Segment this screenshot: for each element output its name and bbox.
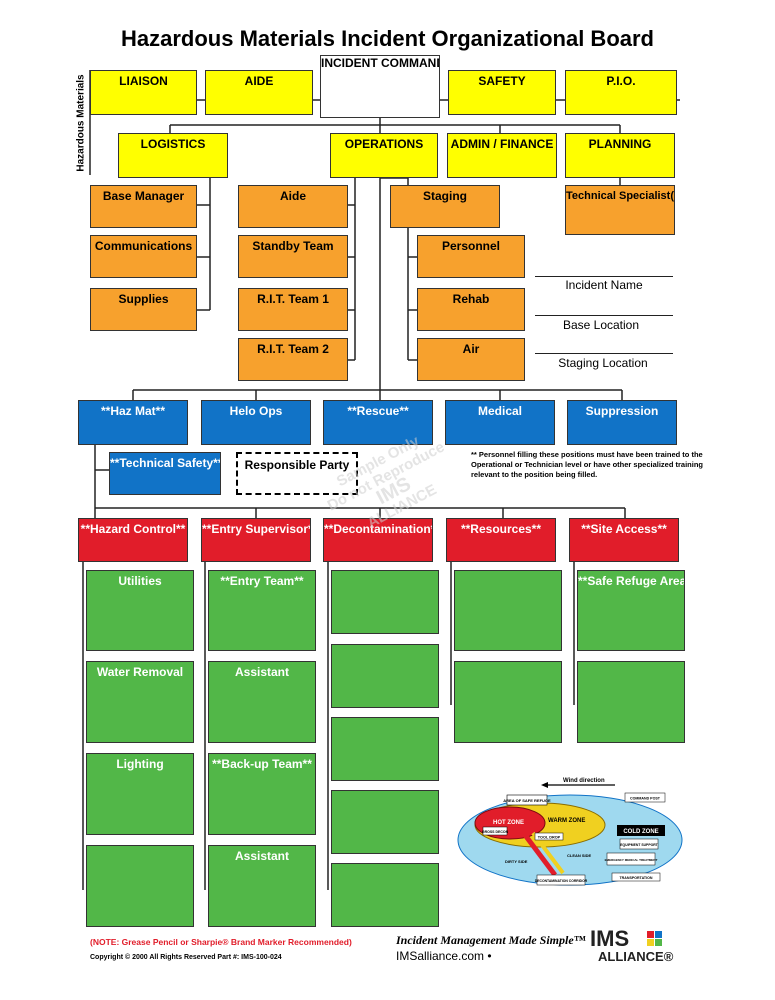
safety-box[interactable]: SAFETY: [448, 70, 556, 115]
logo-square-red-icon: [647, 931, 654, 938]
logistics-unit-base-manager[interactable]: Base Manager: [90, 185, 197, 228]
area-safe-refuge-label: AREA OF SAFE REFUGE: [503, 798, 551, 803]
branch-medical[interactable]: Medical: [445, 400, 555, 445]
training-note: ** Personnel filling these positions mus…: [471, 450, 704, 479]
page-title: Hazardous Materials Incident Organizatio…: [121, 26, 654, 51]
logo-square-yellow-icon: [647, 939, 654, 946]
staging-unit-air[interactable]: Air: [417, 338, 525, 381]
hazard-unit-utilities[interactable]: Utilities: [86, 570, 194, 651]
warm-zone-label: WARM ZONE: [548, 818, 585, 824]
staging-location-label: Staging Location: [558, 356, 648, 370]
tagline: Incident Management Made Simple™: [396, 933, 586, 947]
group-decontamination[interactable]: **Decontamination**: [323, 518, 433, 562]
staging-unit-personnel[interactable]: Personnel: [417, 235, 525, 278]
hazard-unit-lighting[interactable]: Lighting: [86, 753, 194, 835]
gross-decon-label: GROSS DECON: [482, 830, 509, 834]
base-location-line: [535, 315, 673, 316]
marker-note: (NOTE: Grease Pencil or Sharpie® Brand M…: [90, 937, 352, 947]
clean-side-label: CLEAN SIDE: [567, 853, 592, 858]
operations-box[interactable]: OPERATIONS: [330, 133, 438, 178]
decon-unit-5[interactable]: [331, 863, 439, 927]
operations-unit-rit-team-2[interactable]: R.I.T. Team 2: [238, 338, 348, 381]
tool-drop-label: TOOL DROP: [538, 836, 561, 840]
entry-unit-entry-team[interactable]: **Entry Team**: [208, 570, 316, 651]
planning-box[interactable]: PLANNING: [565, 133, 675, 178]
group-entry-supervisor[interactable]: **Entry Supervisor**: [201, 518, 311, 562]
operations-unit-aide[interactable]: Aide: [238, 185, 348, 228]
transportation-label: TRANSPORTATION: [619, 876, 652, 880]
decon-corridor-shape: [523, 833, 557, 877]
operations-unit-standby-team[interactable]: Standby Team: [238, 235, 348, 278]
branch-helo-ops[interactable]: Helo Ops: [201, 400, 311, 445]
resources-unit-1[interactable]: [454, 570, 562, 651]
emergency-medical-label: EMERGENCY MEDICAL TREATMENT: [605, 858, 658, 862]
logistics-box[interactable]: LOGISTICS: [118, 133, 228, 178]
command-post-label: COMMAND POST: [630, 797, 661, 801]
decon-unit-2[interactable]: [331, 644, 439, 708]
resources-unit-2[interactable]: [454, 661, 562, 743]
decon-unit-3[interactable]: [331, 717, 439, 781]
decon-unit-1[interactable]: [331, 570, 439, 634]
wind-direction-label: Wind direction: [563, 778, 605, 784]
incident-name-label: Incident Name: [565, 278, 643, 292]
group-site-access[interactable]: **Site Access**: [569, 518, 679, 562]
logo-square-blue-icon: [655, 931, 662, 938]
planning-unit-technical-specialists[interactable]: Technical Specialist(s): [565, 185, 675, 235]
cold-zone-label: COLD ZONE: [623, 829, 658, 835]
zone-map-diagram: Wind direction AREA OF SAFE REFUGE HOT Z…: [457, 778, 683, 886]
incident-command-box[interactable]: INCIDENT COMMAND: [320, 55, 440, 118]
decon-corridor-label: DECONTAMINATION CORRIDOR: [535, 879, 588, 883]
entry-unit-assistant-1[interactable]: Assistant: [208, 661, 316, 743]
decon-unit-4[interactable]: [331, 790, 439, 854]
branch-haz-mat[interactable]: **Haz Mat**: [78, 400, 188, 445]
liaison-box[interactable]: LIAISON: [90, 70, 197, 115]
logo-square-green-icon: [655, 939, 662, 946]
logistics-unit-supplies[interactable]: Supplies: [90, 288, 197, 331]
base-location-label: Base Location: [562, 318, 640, 332]
entry-unit-backup-team[interactable]: **Back-up Team**: [208, 753, 316, 835]
wind-arrow-head-icon: [541, 782, 548, 788]
hot-zone-label: HOT ZONE: [493, 820, 524, 826]
incident-name-line: [535, 276, 673, 277]
branch-suppression[interactable]: Suppression: [567, 400, 677, 445]
staging-location-line: [535, 353, 673, 354]
side-label: Hazardous Materials: [75, 73, 87, 172]
copyright: Copyright © 2000 All Rights Reserved Par…: [90, 954, 282, 961]
ims-alliance-logo: IMS ALLIANCE®: [590, 926, 674, 964]
entry-unit-assistant-2[interactable]: Assistant: [208, 845, 316, 927]
dirty-side-label: DIRTY SIDE: [505, 859, 528, 864]
group-resources[interactable]: **Resources**: [446, 518, 556, 562]
website-link[interactable]: IMSalliance.com •: [396, 949, 492, 963]
staging-unit-rehab[interactable]: Rehab: [417, 288, 525, 331]
site-access-unit-safe-refuge[interactable]: **Safe Refuge Area**: [577, 570, 685, 651]
site-access-unit-2[interactable]: [577, 661, 685, 743]
admin-finance-box[interactable]: ADMIN / FINANCE: [447, 133, 557, 178]
aide-box[interactable]: AIDE: [205, 70, 313, 115]
responsible-party-box[interactable]: Responsible Party: [236, 452, 358, 495]
operations-unit-rit-team-1[interactable]: R.I.T. Team 1: [238, 288, 348, 331]
equipment-support-label: EQUIPMENT SUPPORT: [620, 843, 658, 847]
logistics-unit-communications[interactable]: Communications: [90, 235, 197, 278]
hazard-unit-blank[interactable]: [86, 845, 194, 927]
staging-box[interactable]: Staging: [390, 185, 500, 228]
branch-rescue[interactable]: **Rescue**: [323, 400, 433, 445]
group-hazard-control[interactable]: **Hazard Control**: [78, 518, 188, 562]
pio-box[interactable]: P.I.O.: [565, 70, 677, 115]
technical-safety-box[interactable]: **Technical Safety**: [109, 452, 221, 495]
hazard-unit-water-removal[interactable]: Water Removal: [86, 661, 194, 743]
